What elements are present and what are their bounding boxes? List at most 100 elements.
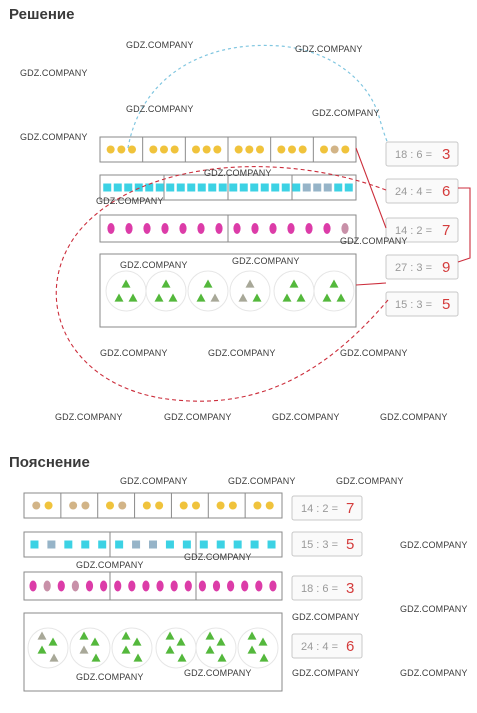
equation-box-answer: 3 <box>442 146 450 163</box>
triangle-shape <box>114 293 124 302</box>
magenta-oval <box>269 580 277 592</box>
yellow-dot <box>44 501 53 510</box>
yellow-dot <box>179 501 188 510</box>
watermark: GDZ.COMPANY <box>126 104 194 114</box>
watermark: GDZ.COMPANY <box>228 476 296 486</box>
triangle-group-circle <box>111 627 153 669</box>
equation-box <box>291 531 363 557</box>
equation-box-expr: 15 : 3 = <box>395 299 432 311</box>
cyan-square <box>323 183 332 192</box>
yellow-dot <box>277 145 286 154</box>
equation-box-expr: 14 : 2 = <box>395 225 432 237</box>
cyan-square <box>199 540 208 549</box>
watermark: GDZ.COMPANY <box>400 604 468 614</box>
triangle-group-circle <box>187 270 229 312</box>
yellow-dot <box>256 145 264 154</box>
yellow-dot <box>128 145 136 154</box>
triangle-shape <box>247 645 257 654</box>
magenta-oval <box>198 580 206 592</box>
group-row-cyan <box>23 531 283 558</box>
magenta-oval <box>233 223 241 234</box>
magenta-oval <box>29 580 37 592</box>
yellow-dot <box>142 501 151 510</box>
triangle-shape <box>336 293 346 302</box>
cyan-square <box>134 183 143 192</box>
yellow-dot <box>155 501 164 510</box>
cyan-square <box>81 540 90 549</box>
watermark: GDZ.COMPANY <box>100 348 168 358</box>
yellow-dot <box>192 501 200 510</box>
triangle-shape <box>282 293 292 302</box>
yellow-dot <box>234 145 243 154</box>
connector-line <box>127 44 393 153</box>
watermark: GDZ.COMPANY <box>312 108 380 118</box>
magenta-oval <box>212 580 221 592</box>
watermark: GDZ.COMPANY <box>184 552 252 562</box>
magenta-oval <box>107 223 115 234</box>
yellow-dot <box>216 501 225 510</box>
equation-box <box>385 217 459 243</box>
watermark: GDZ.COMPANY <box>336 476 404 486</box>
triangle-shape <box>161 279 171 288</box>
triangle-shape <box>203 279 213 288</box>
equation-box <box>385 254 459 280</box>
yellow-dot <box>213 145 222 154</box>
yellow-dot <box>106 145 115 154</box>
triangle-shape <box>37 631 47 640</box>
yellow-dot <box>160 145 168 154</box>
triangle-shape <box>79 645 89 654</box>
triangle-shape <box>176 637 186 646</box>
cyan-square <box>281 183 290 192</box>
magenta-oval <box>170 580 178 592</box>
triangle-group-circle <box>69 627 111 669</box>
equation-box-answer: 5 <box>442 296 450 313</box>
cyan-square <box>124 183 133 192</box>
triangle-group-circle <box>313 270 355 312</box>
group-box-triangles <box>23 612 283 692</box>
cyan-square <box>182 540 191 549</box>
connector-line <box>355 147 387 229</box>
magenta-oval <box>215 223 223 234</box>
magenta-oval <box>227 580 235 592</box>
solution-title: Решение <box>9 6 75 23</box>
cyan-square <box>250 540 259 549</box>
magenta-oval <box>143 223 151 234</box>
cyan-square <box>176 183 185 192</box>
yellow-dot <box>245 145 254 154</box>
cyan-square <box>103 183 112 192</box>
triangle-shape <box>210 293 220 302</box>
triangle-shape <box>238 293 248 302</box>
cyan-square <box>267 540 276 549</box>
yellow-dot <box>265 501 274 510</box>
watermark: GDZ.COMPANY <box>272 412 340 422</box>
watermark: GDZ.COMPANY <box>380 412 448 422</box>
equation-box <box>291 575 363 601</box>
equation-box <box>385 291 459 317</box>
cyan-square <box>187 183 196 192</box>
watermark: GDZ.COMPANY <box>295 44 363 54</box>
magenta-oval <box>241 580 249 592</box>
watermark: GDZ.COMPANY <box>204 168 272 178</box>
cyan-square <box>115 540 124 549</box>
magenta-oval <box>251 223 259 234</box>
equation-box-expr: 27 : 3 = <box>395 262 432 274</box>
cyan-square <box>166 183 175 192</box>
cyan-square <box>260 183 269 192</box>
triangle-shape <box>289 279 299 288</box>
connector-line <box>457 187 471 263</box>
equation-box-answer: 5 <box>346 536 354 553</box>
equation-box-answer: 7 <box>346 500 354 517</box>
cyan-square <box>250 183 259 192</box>
equation-box-answer: 3 <box>346 580 354 597</box>
triangle-shape <box>216 637 226 646</box>
watermark: GDZ.COMPANY <box>96 196 164 206</box>
triangle-shape <box>165 645 175 654</box>
watermark: GDZ.COMPANY <box>55 412 123 422</box>
equation-box-expr: 24 : 4 = <box>301 641 338 653</box>
watermark: GDZ.COMPANY <box>164 412 232 422</box>
cyan-square <box>155 183 164 192</box>
explanation-title: Пояснение <box>9 454 90 471</box>
cyan-square <box>292 183 301 192</box>
yellow-dot <box>170 145 179 154</box>
